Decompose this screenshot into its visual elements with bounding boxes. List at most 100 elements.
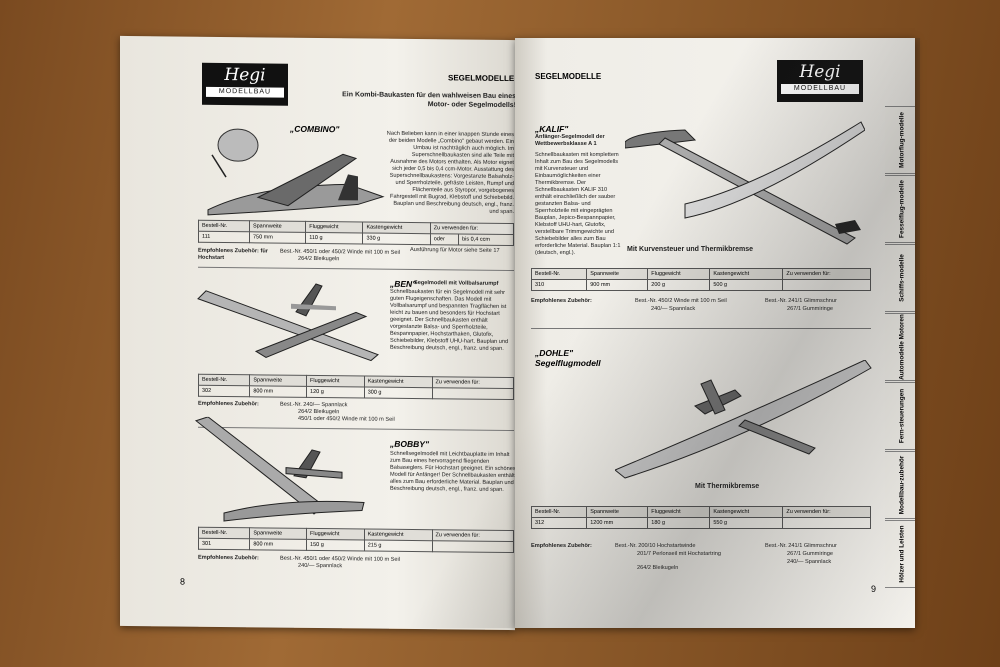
dohle-title: „DOHLE" xyxy=(535,348,574,358)
table-header: Bestell-Nr. xyxy=(198,527,250,539)
table-cell: 800 mm xyxy=(249,538,307,551)
dohle-accessory-1: 201/7 Perlonseil mit Hochstartring xyxy=(637,551,721,557)
table-cell: 550 g xyxy=(709,517,784,529)
divider xyxy=(198,266,514,272)
combino-accessory-label: Empfohlenes Zubehör: für Hochstart xyxy=(198,247,268,262)
section-title: SEGELMODELLE xyxy=(448,73,515,84)
table-header: Spannweite xyxy=(586,506,649,518)
right-page: SEGELMODELLE Hegi MODELLBAU „KALIF" Anfä… xyxy=(515,38,915,628)
table-header: Fluggewicht xyxy=(306,375,365,387)
table-header: Bestell-Nr. xyxy=(198,374,250,386)
bobby-plane-image xyxy=(194,416,365,522)
tab-motorflugmodelle[interactable]: Motorflug-modelle xyxy=(885,106,915,174)
table-header: Kastengewicht xyxy=(709,268,784,280)
combino-description: Nach Belieben kann in einer knappen Stun… xyxy=(386,130,514,216)
table-cell: 500 g xyxy=(709,279,784,291)
table-cell xyxy=(782,279,871,291)
kalif-accessory-label: Empfohlenes Zubehör: xyxy=(531,298,592,304)
combino-accessory-1: 264/2 Bleikugeln xyxy=(298,255,340,263)
bobby-description: Schnellsegelmodell mit Leichtbauplatte i… xyxy=(390,450,515,493)
table-cell: 111 xyxy=(198,231,250,243)
dohle-accessory-0: Best.-Nr. 200/10 Hochstartwinde xyxy=(615,543,696,549)
table-row: 302 800 mm 120 g 300 g xyxy=(198,385,514,400)
left-page: Hegi MODELLBAU SEGELMODELLE Ein Kombi-Ba… xyxy=(120,35,515,631)
tab-fesselflugmodelle[interactable]: Fesselflug-modelle xyxy=(885,175,915,243)
bobby-title: „BOBBY" xyxy=(390,438,429,450)
dohle-accessory-2: 264/2 Bleikugeln xyxy=(637,565,679,571)
table-cell: 300 g xyxy=(364,386,433,399)
table-cell: 215 g xyxy=(364,539,433,552)
kalif-plane-image xyxy=(625,121,865,245)
kalif-accessory-1: 240/— Spannlack xyxy=(651,306,696,312)
table-cell: 1200 mm xyxy=(586,517,649,529)
table-cell xyxy=(782,517,871,529)
hegi-logo: Hegi MODELLBAU xyxy=(202,62,288,106)
table-cell: 900 mm xyxy=(586,279,649,291)
table-header: Bestell-Nr. xyxy=(198,220,250,232)
tab-automodelle[interactable]: Automodelle Motoren xyxy=(885,313,915,381)
table-header: Kastengewicht xyxy=(364,375,433,388)
table-header: Bestell-Nr. xyxy=(530,268,588,280)
kalif-subtitle: Anfänger-Segelmodell der Wettbewerbsklas… xyxy=(535,134,605,147)
tab-fernsteuerungen[interactable]: Fern-steuerungen xyxy=(885,382,915,450)
table-header: Spannweite xyxy=(249,374,307,387)
divider xyxy=(531,328,871,329)
combino-plane-image xyxy=(207,128,385,216)
table-row: 301 800 mm 150 g 215 g xyxy=(198,538,514,553)
table-cell: 180 g xyxy=(647,517,711,529)
table-header: Kastengewicht xyxy=(364,528,433,541)
combino-spec-table: Bestell-Nr. Spannweite Fluggewicht Kaste… xyxy=(198,220,514,246)
bobby-spec-table: Bestell-Nr. Spannweite Fluggewicht Kaste… xyxy=(198,527,514,553)
ben-subtitle: Segelmodell mit Vollbalsarumpf xyxy=(414,280,499,287)
table-cell: 302 xyxy=(198,385,250,397)
table-row: 111 750 mm 110 g 330 g oder bis 0,4 ccm xyxy=(198,231,514,246)
bobby-accessory-label: Empfohlenes Zubehör: xyxy=(198,554,259,562)
table-cell xyxy=(432,540,514,553)
dohle-subtitle: Segelflugmodell xyxy=(535,358,601,368)
table-header: Bestell-Nr. xyxy=(530,506,588,518)
ben-title: „BEN" xyxy=(390,278,417,290)
tab-hoelzer-leisten[interactable]: Hölzer und Leisten xyxy=(885,520,915,588)
table-row: 310 900 mm 200 g 500 g xyxy=(530,279,871,291)
page-number-right: 9 xyxy=(871,584,877,594)
table-header: Kastengewicht xyxy=(362,221,431,234)
table-row: 312 1200 mm 180 g 550 g xyxy=(530,517,871,529)
kalif-accessory-3: 267/1 Gummiringe xyxy=(787,306,834,312)
table-cell: 150 g xyxy=(306,539,365,551)
table-header: Fluggewicht xyxy=(305,221,363,233)
kalif-title: „KALIF" xyxy=(535,124,569,134)
table-header: Zu verwenden für: xyxy=(782,268,871,280)
ben-description: Schnellbaukasten für ein Segelmodell mit… xyxy=(390,288,509,352)
tab-schiffsmodelle[interactable]: Schiffs-modelle xyxy=(885,244,915,312)
table-header: Fluggewicht xyxy=(306,528,365,540)
table-header: Spannweite xyxy=(249,220,306,233)
kalif-spec-table: Bestell-Nr. Spannweite Fluggewicht Kaste… xyxy=(530,268,871,291)
table-cell xyxy=(432,387,514,400)
catalog-booklet: Hegi MODELLBAU SEGELMODELLE Ein Kombi-Ba… xyxy=(120,35,920,631)
section-title: SEGELMODELLE xyxy=(535,72,602,81)
dohle-plane-image xyxy=(615,360,872,479)
dohle-accessory-label: Empfohlenes Zubehör: xyxy=(531,543,592,549)
page-number-left: 8 xyxy=(180,576,186,587)
table-header: Zu verwenden für: xyxy=(432,376,514,389)
table-cell: 750 mm xyxy=(249,231,306,244)
table-cell: 312 xyxy=(530,517,588,529)
dohle-spec-table: Bestell-Nr. Spannweite Fluggewicht Kaste… xyxy=(530,506,871,529)
table-cell: 310 xyxy=(530,279,588,291)
combino-note: Ausführung für Motor siehe Seite 17 xyxy=(410,246,500,254)
hegi-logo: Hegi MODELLBAU xyxy=(777,60,863,102)
dohle-caption: Mit Thermikbremse xyxy=(695,483,760,490)
kalif-caption: Mit Kurvensteuer und Thermikbremse xyxy=(627,246,754,253)
ben-accessory-label: Empfohlenes Zubehör: xyxy=(198,400,259,408)
kalif-accessory-2: Best.-Nr. 241/1 Glimmschnur xyxy=(765,298,837,304)
table-header: Zu verwenden für: xyxy=(430,222,514,235)
table-cell: 800 mm xyxy=(249,385,307,398)
kalif-accessory-0: Best.-Nr. 450/2 Winde mit 100 m Seil xyxy=(635,298,727,304)
table-cell: 301 xyxy=(198,538,250,550)
table-header: Fluggewicht xyxy=(647,268,711,280)
table-header: Kastengewicht xyxy=(709,506,784,518)
table-cell: 110 g xyxy=(305,232,363,244)
table-cell: 330 g xyxy=(362,232,431,245)
table-cell: 120 g xyxy=(306,386,365,398)
tab-modellbauzubehoer[interactable]: Modellbau-zubehör xyxy=(885,451,915,519)
